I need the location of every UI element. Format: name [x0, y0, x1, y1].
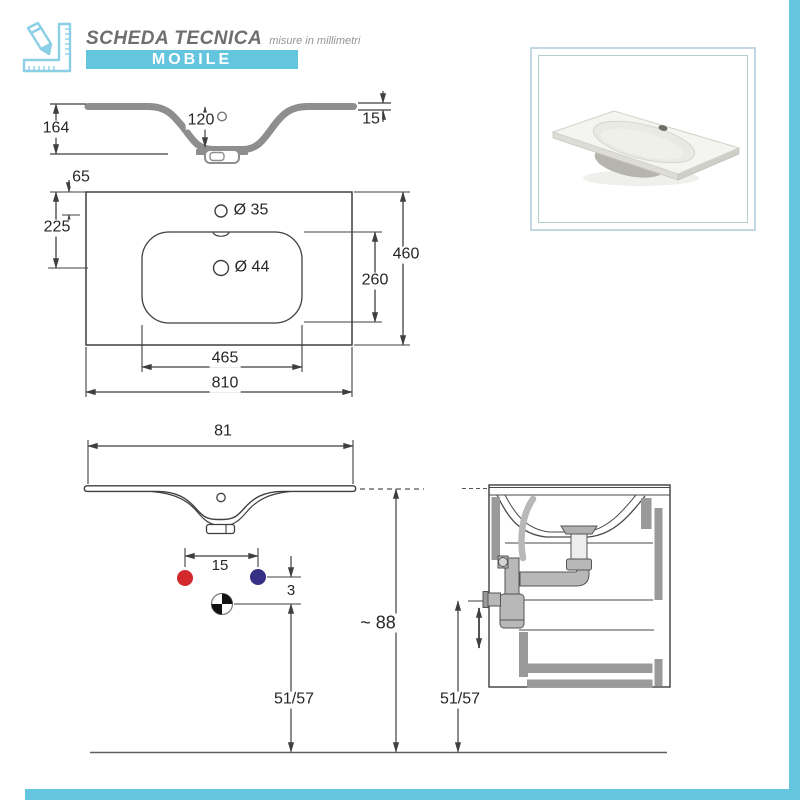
dim-label-88: ~ 88 [358, 612, 398, 633]
wall-outlet [486, 592, 501, 607]
category-band: MOBILE [86, 50, 298, 69]
dim-label-260: 260 [359, 271, 391, 290]
overflow-notch [212, 232, 230, 237]
dim-label-81: 81 [212, 422, 234, 441]
cabinet-panels [491, 497, 663, 688]
basin-outline [141, 231, 303, 324]
dim-label-d35: Ø 35 [231, 201, 271, 220]
cold-water-dot [250, 569, 266, 585]
front-faucet-hole [216, 492, 226, 503]
elbow-pipe [519, 569, 590, 587]
faucet-hole [214, 204, 228, 218]
dim-label-460: 460 [390, 245, 422, 264]
drain-flange [560, 525, 598, 535]
dim-label-5157-left: 51/57 [271, 690, 317, 709]
dim-label-15-section: 15 [360, 110, 382, 129]
hot-water-dot [177, 570, 193, 586]
product-photo-frame [530, 47, 756, 231]
header: SCHEDA TECNICA misure in millimetri [86, 28, 360, 50]
product-photo [538, 55, 748, 223]
section-drain-fitting [204, 149, 240, 164]
drain-hole [212, 259, 230, 277]
dim-label-164: 164 [40, 119, 72, 138]
countertop-outline [85, 191, 353, 346]
dim-label-65: 65 [70, 168, 92, 187]
page-title: SCHEDA TECNICA [86, 28, 263, 49]
dim-label-5157-right: 51/57 [437, 690, 483, 709]
bottle-trap [499, 593, 525, 629]
cyan-bottom-border [25, 789, 800, 800]
cyan-right-border [789, 0, 800, 800]
dim-label-465: 465 [209, 349, 241, 368]
dim-label-225: 225 [41, 218, 73, 237]
siphon-nut [566, 558, 592, 571]
basin-front-profile [83, 485, 357, 521]
section-view [50, 91, 391, 164]
overflow-pipe [518, 495, 537, 562]
section-faucet-hole [216, 111, 227, 122]
siphon-plumbing [482, 495, 598, 629]
cabinet-side-view [482, 484, 671, 688]
dim-label-810: 810 [209, 374, 241, 393]
drain-center-symbol [210, 592, 234, 616]
pencil-ruler-icon [20, 20, 78, 78]
dim-label-d44: Ø 44 [232, 258, 272, 277]
front-drain-fitting [205, 523, 236, 535]
dim-label-120: 120 [185, 111, 217, 130]
tailpiece [570, 533, 588, 560]
front-view [83, 440, 667, 754]
dim-label-15-front: 15 [209, 557, 231, 575]
page-subtitle: misure in millimetri [269, 35, 361, 47]
top-view [48, 180, 410, 397]
dim-label-3: 3 [284, 582, 298, 600]
